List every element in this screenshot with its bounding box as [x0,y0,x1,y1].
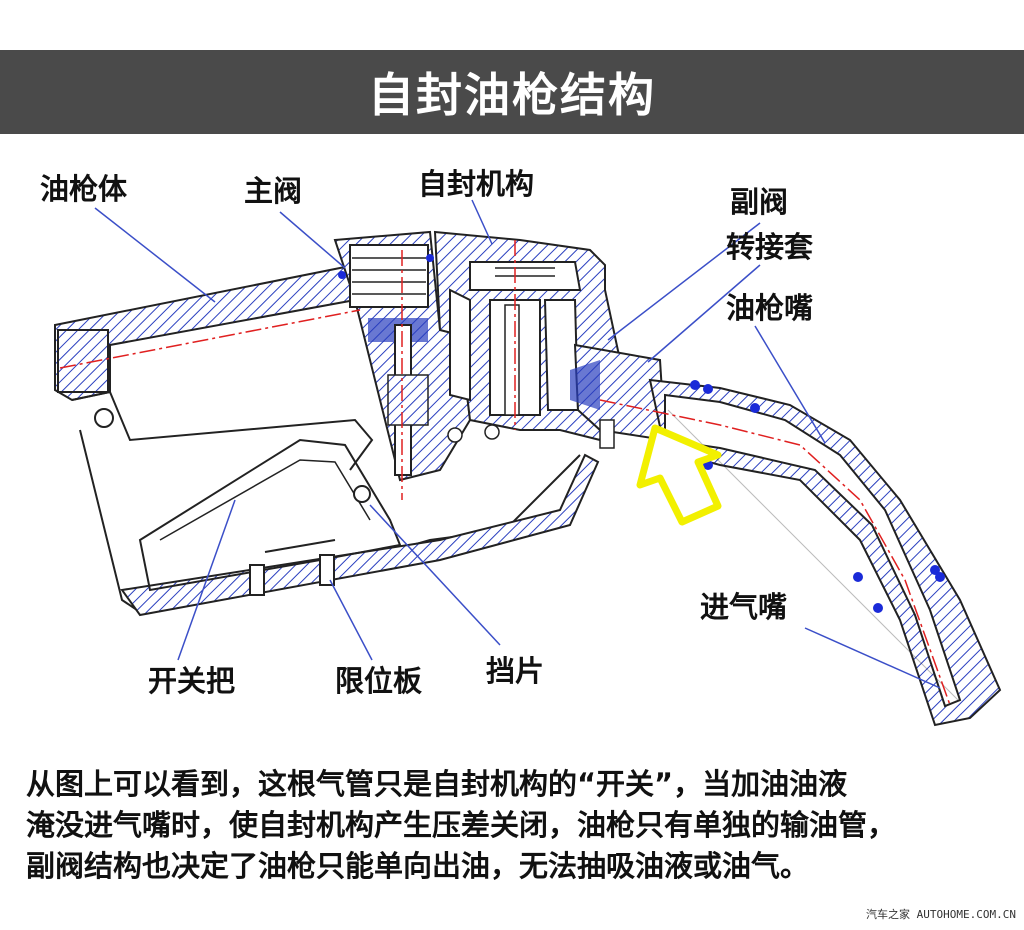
caption-line-3: 副阀结构也决定了油枪只能单向出油，无法抽吸油液或油气。 [26,849,810,883]
label-nozzle: 油枪嘴 [726,291,814,325]
title-bar: 自封油枪结构 [0,50,1024,134]
nozzle-spout [648,378,1002,727]
label-gun-body: 油枪体 [40,172,128,206]
label-stopper: 挡片 [486,654,545,688]
center-lines [59,240,951,706]
label-self-seal: 自封机构 [418,167,535,201]
main-valve [333,230,472,482]
label-sub-valve: 副阀 [730,185,789,219]
label-main-valve: 主阀 [244,174,303,208]
label-adapter: 转接套 [726,230,814,264]
highlight-arrow [636,424,722,526]
caption-text: 从图上可以看到，这根气管只是自封机构的“开关”，当加油油液 淹没进气嘴时，使自封… [26,764,1006,887]
label-air-inlet: 进气嘴 [700,590,788,624]
label-limit-plate: 限位板 [335,664,423,698]
leader-lines [94,199,941,689]
caption-line-2: 淹没进气嘴时，使自封机构产生压差关闭，油枪只有单独的输油管， [26,808,897,842]
page-title: 自封油枪结构 [368,68,656,122]
sub-valve [570,343,667,449]
label-switch-handle: 开关把 [148,664,236,698]
limit-plate [249,539,336,596]
gun-body [54,263,600,617]
watermark: 汽车之家 AUTOHOME.COM.CN [866,908,1016,921]
caption-line-1: 从图上可以看到，这根气管只是自封机构的“开关”，当加油油液 [26,767,848,801]
